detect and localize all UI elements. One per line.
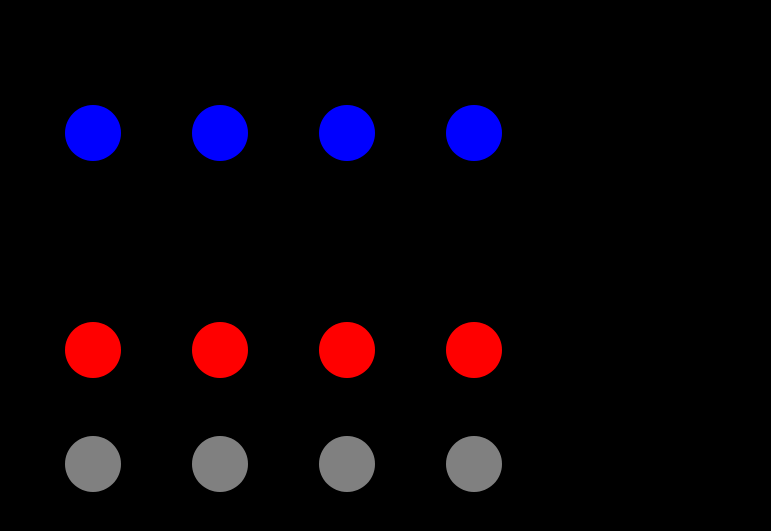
data-point-red-row-2 bbox=[191, 322, 248, 378]
data-point-blue-row-2 bbox=[191, 104, 248, 161]
data-point-red-row-3 bbox=[319, 322, 375, 378]
data-point-blue-row-4 bbox=[446, 104, 502, 161]
data-point-red-row-4 bbox=[446, 322, 502, 378]
data-point-gray-row-2 bbox=[191, 436, 248, 492]
data-point-blue-row-3 bbox=[319, 104, 375, 161]
data-point-red-row-1 bbox=[64, 322, 121, 378]
data-point-gray-row-4 bbox=[446, 436, 502, 492]
data-point-blue-row-1 bbox=[64, 104, 121, 161]
data-point-gray-row-3 bbox=[319, 436, 375, 492]
data-point-gray-row-1 bbox=[64, 436, 121, 492]
